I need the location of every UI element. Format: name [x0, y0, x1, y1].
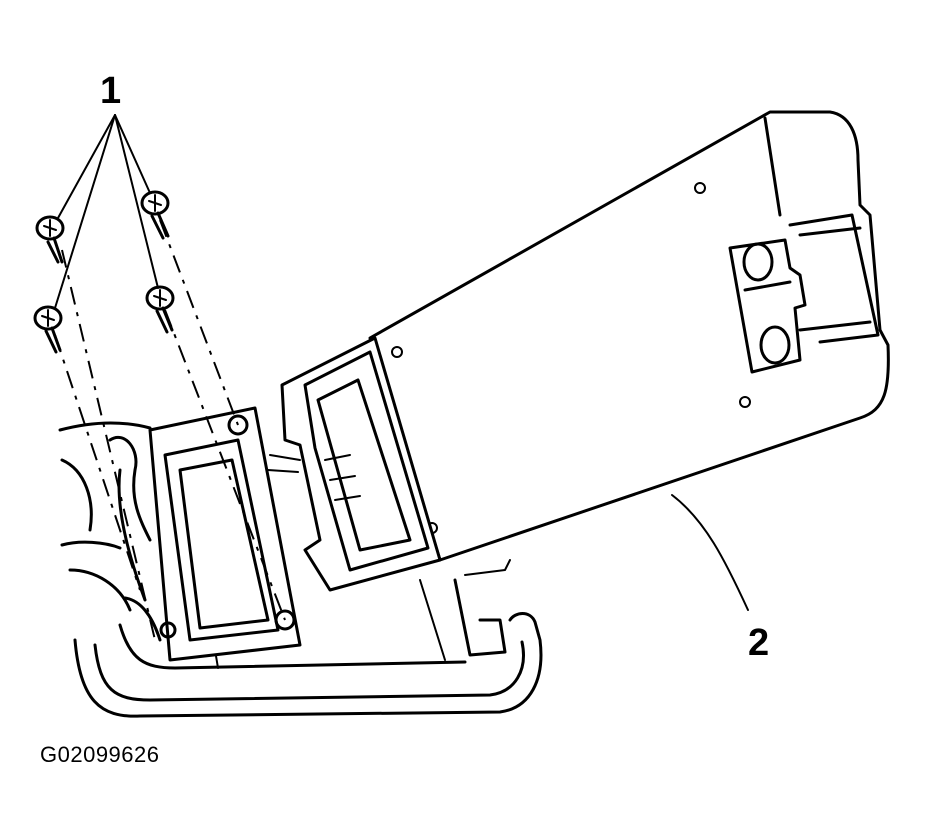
callout-screws: 1 — [100, 70, 122, 112]
screw — [145, 285, 175, 334]
hinge-bracket — [108, 406, 302, 662]
screw-group — [33, 190, 175, 354]
console-base — [58, 421, 543, 718]
screw — [140, 190, 170, 240]
callout-lid: 2 — [748, 622, 770, 664]
screw — [33, 305, 63, 354]
screw — [35, 215, 65, 264]
armrest-lid — [280, 110, 890, 592]
assembly-lines — [54, 219, 286, 641]
figure-id: G02099626 — [40, 742, 160, 767]
leader-lines — [54, 114, 749, 611]
